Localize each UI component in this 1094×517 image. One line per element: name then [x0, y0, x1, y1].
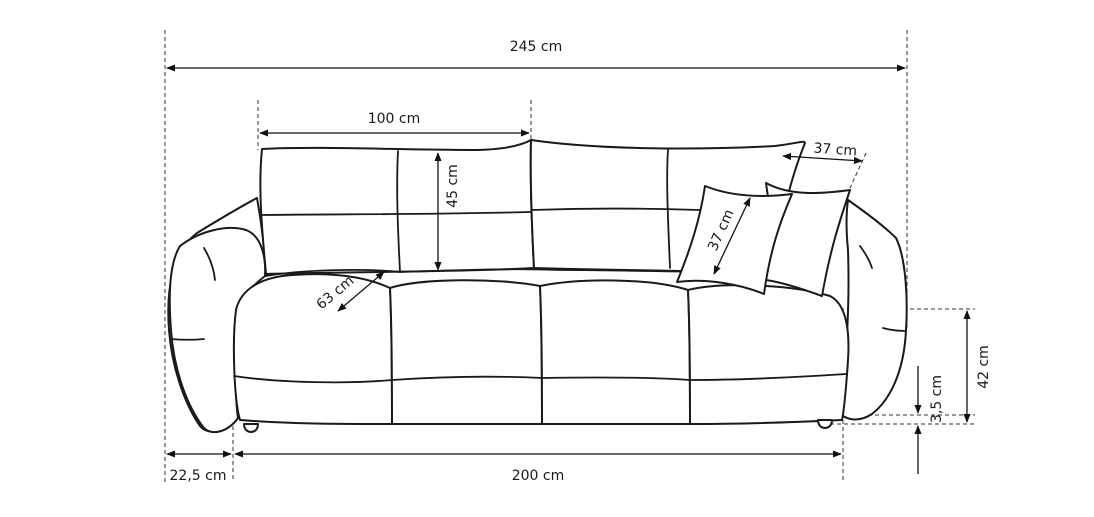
- label-overall-width: 245 cm: [510, 39, 563, 55]
- label-cushion-width: 100 cm: [368, 111, 421, 127]
- sofa-drawing: [167, 139, 908, 434]
- left-armrest-fold: [203, 247, 216, 281]
- right-armrest-fold: [859, 245, 873, 269]
- seat-cushion-4: [687, 284, 850, 425]
- label-armrest-width: 22,5 cm: [170, 468, 227, 484]
- leg-left: [243, 423, 259, 433]
- back-cushion-left-seam-v: [396, 150, 401, 273]
- seat-cushion-1: [232, 273, 393, 425]
- right-armrest: [837, 199, 908, 421]
- back-cushion-right-seam-h: [530, 207, 701, 211]
- seat-front-seam: [233, 373, 847, 384]
- seat-cushion-3: [539, 279, 691, 425]
- seat-back-seam: [265, 268, 721, 277]
- leg-right: [817, 419, 833, 429]
- right-armrest-seam: [882, 327, 906, 332]
- dim-line-seat-depth: [337, 271, 385, 312]
- label-seat-width: 200 cm: [512, 468, 565, 484]
- label-leg-height: 3,5 cm: [929, 375, 945, 423]
- dimension-lines: [166, 64, 971, 474]
- label-total-height: 42 cm: [976, 345, 992, 389]
- back-cushion-right-seam-v: [666, 149, 671, 269]
- dim-line-pillow-top: [782, 152, 863, 165]
- label-pillow-top: 37 cm: [813, 141, 858, 160]
- dim-line-pillow-front: [713, 197, 751, 275]
- back-cushion-left-seam-h: [261, 211, 532, 216]
- label-cushion-height: 45 cm: [445, 164, 461, 208]
- seat-cushion-2: [389, 279, 543, 425]
- left-armrest-seam: [170, 338, 205, 341]
